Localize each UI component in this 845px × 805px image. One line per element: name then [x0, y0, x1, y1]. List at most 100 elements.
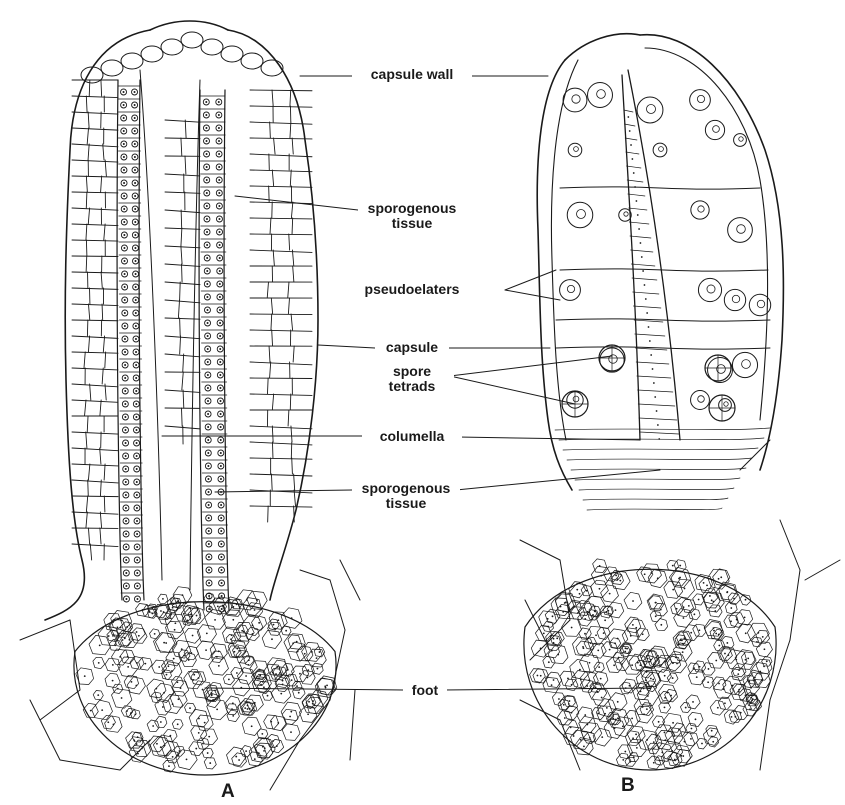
columella-cell: [635, 334, 665, 336]
foot-nucleus: [655, 602, 657, 604]
spore: [728, 218, 753, 243]
wall-cell-row: [72, 384, 118, 387]
foot-nucleus: [138, 635, 140, 637]
spore: [705, 120, 724, 139]
wall-cell-row: [165, 354, 200, 357]
wall-cell-row: [72, 320, 118, 321]
foot-nucleus: [622, 759, 624, 761]
spore: [691, 201, 709, 219]
nucleus: [220, 530, 222, 532]
nucleus: [219, 374, 221, 376]
foot-nucleus: [307, 713, 309, 715]
nucleus: [125, 520, 127, 522]
wall-cell-div: [88, 208, 89, 224]
nucleus: [207, 374, 209, 376]
foot-nucleus: [558, 698, 560, 700]
wall-cell-div: [290, 394, 291, 410]
foot-nucleus: [155, 688, 157, 690]
foot-nucleus: [198, 732, 200, 734]
foot-nucleus: [754, 677, 756, 679]
nucleus: [135, 325, 137, 327]
wall-cell-row: [250, 186, 312, 187]
nucleus: [135, 403, 137, 405]
foot-nucleus: [598, 666, 600, 668]
wall-cell-div: [86, 176, 87, 192]
foot-nucleus: [192, 635, 194, 637]
foot-nucleus: [709, 595, 711, 597]
foot-nucleus: [158, 666, 160, 668]
wall-cell-div: [267, 282, 268, 298]
foot-nucleus: [597, 713, 599, 715]
cell: [261, 60, 283, 76]
nucleus: [123, 117, 125, 119]
foot-nucleus: [583, 746, 585, 748]
chamber-partition: [556, 319, 770, 321]
wall-cell-div: [273, 250, 274, 266]
wall-cell-div: [180, 282, 181, 300]
foot-nucleus: [679, 565, 681, 567]
spore-inner: [646, 104, 655, 113]
nucleus: [219, 296, 221, 298]
wall-cell-row: [165, 192, 200, 193]
wall-cell-row: [72, 128, 118, 130]
foot-nucleus: [553, 679, 555, 681]
foot-nucleus: [680, 639, 682, 641]
foot-nucleus: [718, 645, 720, 647]
foot-nucleus: [749, 708, 751, 710]
foot-nucleus: [692, 701, 694, 703]
cell: [161, 39, 183, 55]
foot-nucleus: [664, 732, 666, 734]
foot-nucleus: [653, 762, 655, 764]
nucleus: [218, 114, 220, 116]
label-sporogenous-tissue-upper: sporogenous tissue: [358, 201, 466, 231]
nucleus: [220, 569, 222, 571]
wall-cell-row: [250, 154, 312, 157]
columella-nucleus: [629, 130, 631, 132]
nucleus: [205, 101, 207, 103]
nucleus: [124, 286, 126, 288]
nucleus: [124, 364, 126, 366]
capsule-b-apex: [565, 34, 640, 60]
nucleus: [207, 426, 209, 428]
foot-nucleus: [149, 611, 151, 613]
foot-nucleus: [120, 627, 122, 629]
foot-nucleus: [299, 673, 301, 675]
foot-nucleus: [214, 690, 216, 692]
nucleus: [220, 556, 222, 558]
wall-cell-div: [181, 408, 182, 426]
spore: [619, 209, 631, 221]
nucleus: [218, 192, 220, 194]
foot-nucleus: [637, 662, 639, 664]
wall-cell-row: [250, 138, 312, 139]
foot-nucleus: [576, 589, 578, 591]
wall-cell-div: [100, 400, 101, 416]
nucleus: [207, 322, 209, 324]
foot-nucleus: [230, 638, 232, 640]
capsule-a-apex: [150, 21, 228, 30]
cell: [121, 53, 143, 69]
wall-cell-div: [88, 464, 89, 480]
columella-cell: [624, 124, 635, 126]
wall-cell-row: [72, 240, 118, 241]
foot-nucleus: [247, 705, 249, 707]
foot-nucleus: [615, 609, 617, 611]
leader-line: [235, 196, 358, 210]
foot-nucleus: [563, 704, 565, 706]
nucleus: [221, 582, 223, 584]
foot-nucleus: [244, 707, 246, 709]
foot-nucleus: [569, 700, 571, 702]
foot-nucleus: [731, 716, 733, 718]
wall-cell-div: [288, 282, 289, 298]
wall-cell-div: [100, 528, 101, 544]
foot-nucleus: [133, 739, 135, 741]
spore-inner: [713, 126, 720, 133]
nucleus: [125, 481, 127, 483]
foot-nucleus: [619, 580, 621, 582]
columella-cell: [637, 376, 671, 378]
wall-cell-row: [250, 106, 312, 107]
nucleus: [134, 156, 136, 158]
foot-nucleus: [744, 616, 746, 618]
foot-nucleus: [280, 693, 282, 695]
foot-nucleus: [548, 661, 550, 663]
nucleus: [123, 156, 125, 158]
